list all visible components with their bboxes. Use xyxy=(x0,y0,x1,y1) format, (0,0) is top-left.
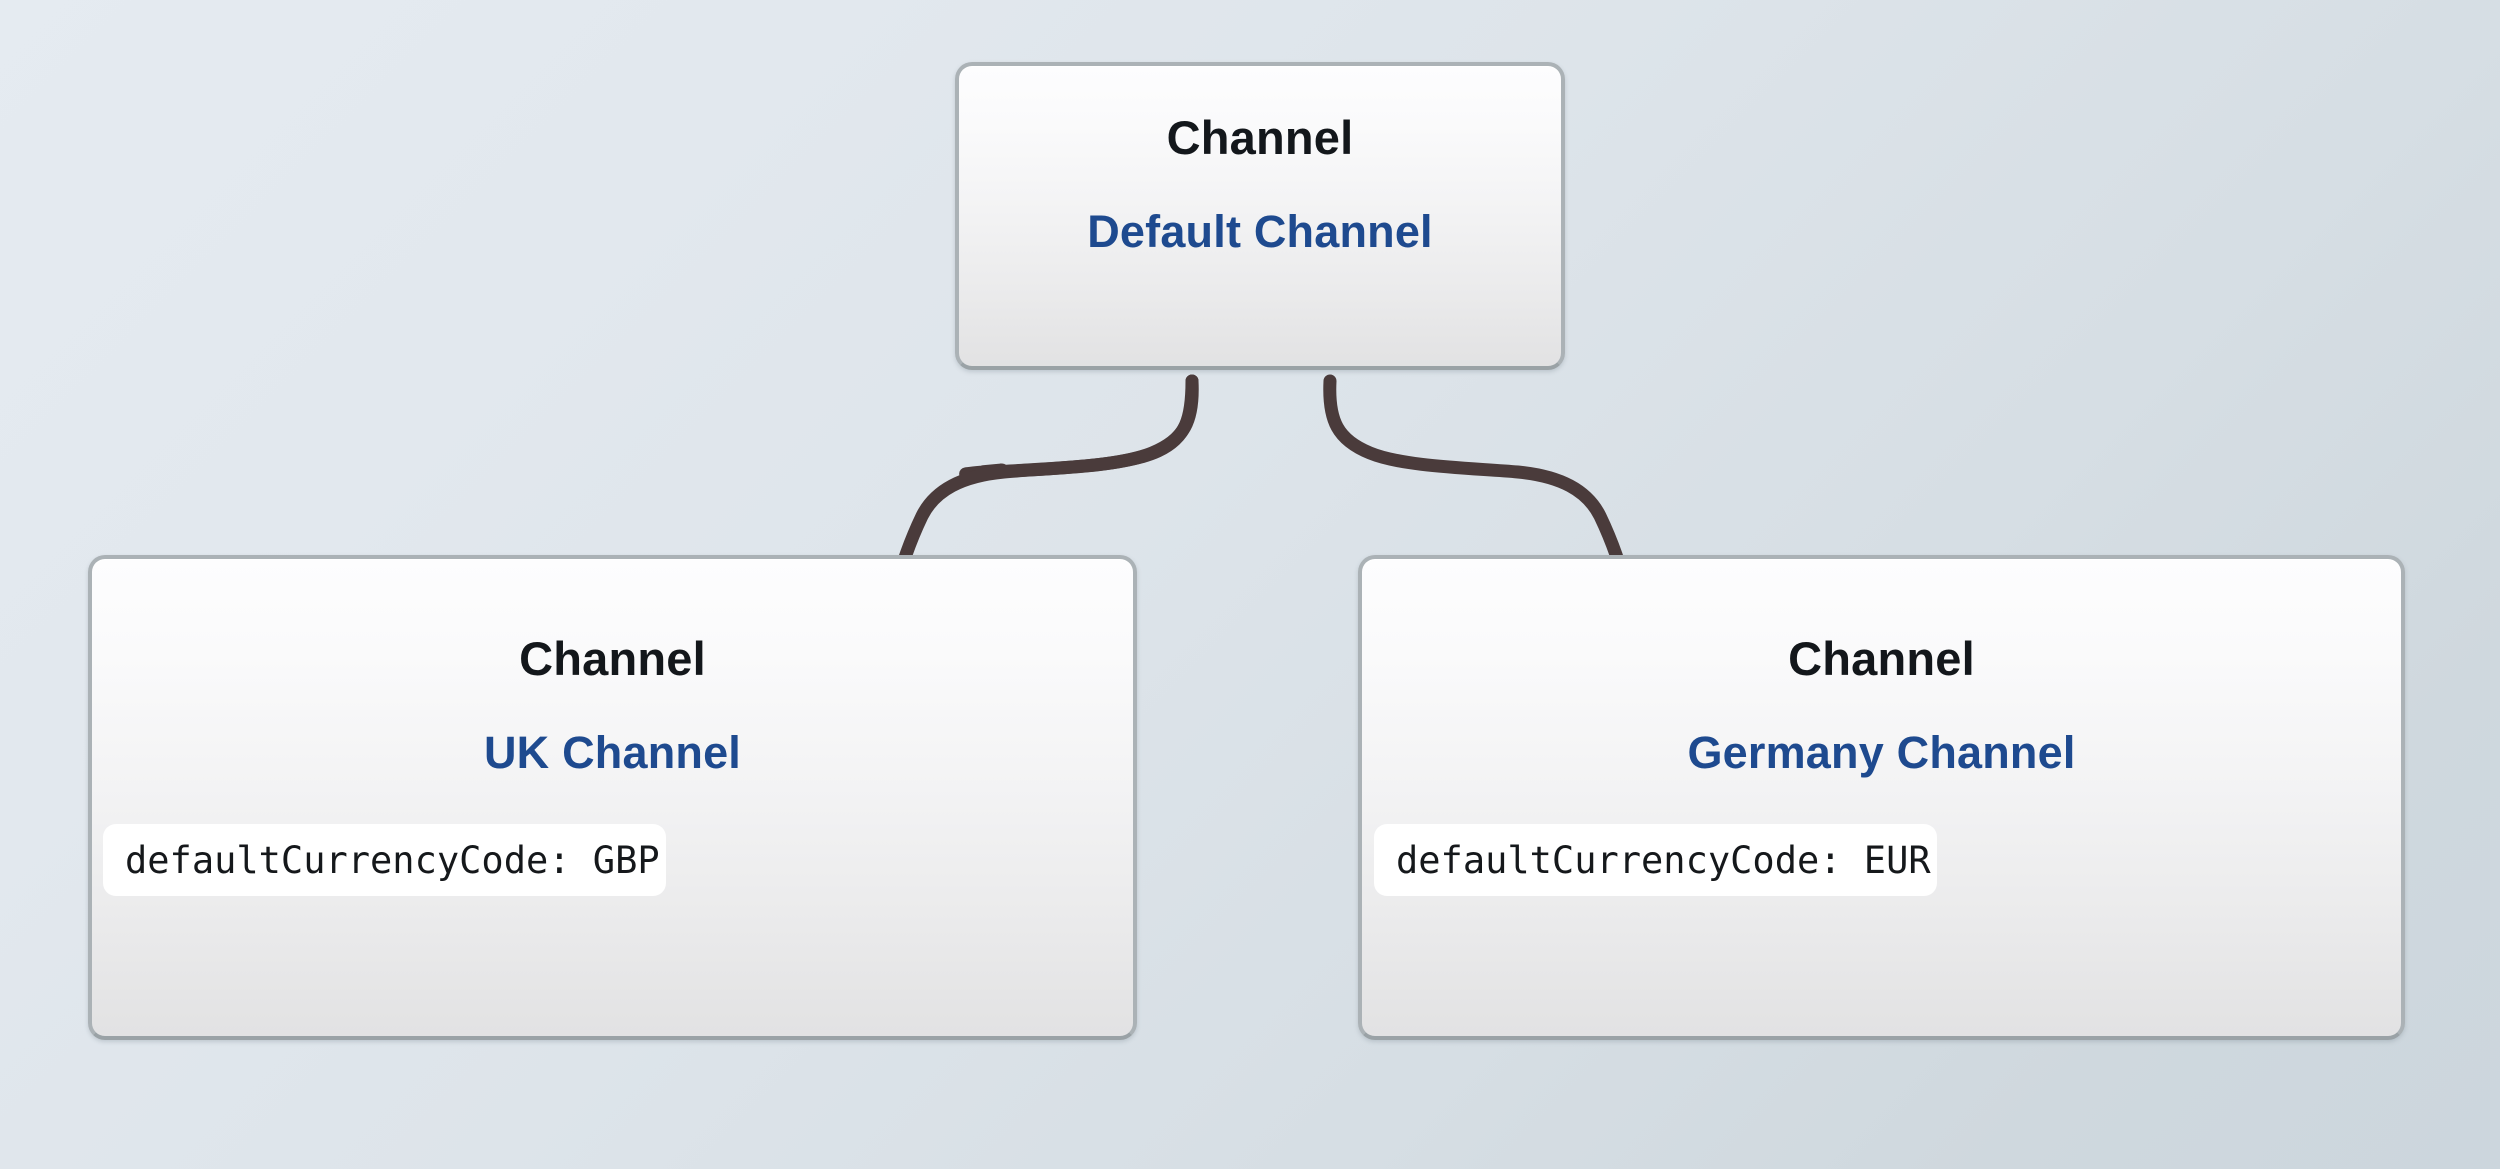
node-type-label: Channel xyxy=(1166,111,1354,164)
node-name-label: UK Channel xyxy=(483,727,741,778)
node-property-default-currency-code: defaultCurrencyCode: EUR xyxy=(1374,824,1937,896)
node-name-label: Germany Channel xyxy=(1687,727,2076,778)
node-germany-channel[interactable]: Channel Germany Channel defaultCurrencyC… xyxy=(1358,555,2405,1040)
node-property-default-currency-code: defaultCurrencyCode: GBP xyxy=(103,824,666,896)
node-name-label: Default Channel xyxy=(1087,206,1433,257)
node-type-label: Channel xyxy=(519,632,706,685)
node-type-label: Channel xyxy=(1788,632,1975,685)
node-default-channel[interactable]: Channel Default Channel xyxy=(955,62,1565,370)
node-uk-channel[interactable]: Channel UK Channel defaultCurrencyCode: … xyxy=(88,555,1137,1040)
